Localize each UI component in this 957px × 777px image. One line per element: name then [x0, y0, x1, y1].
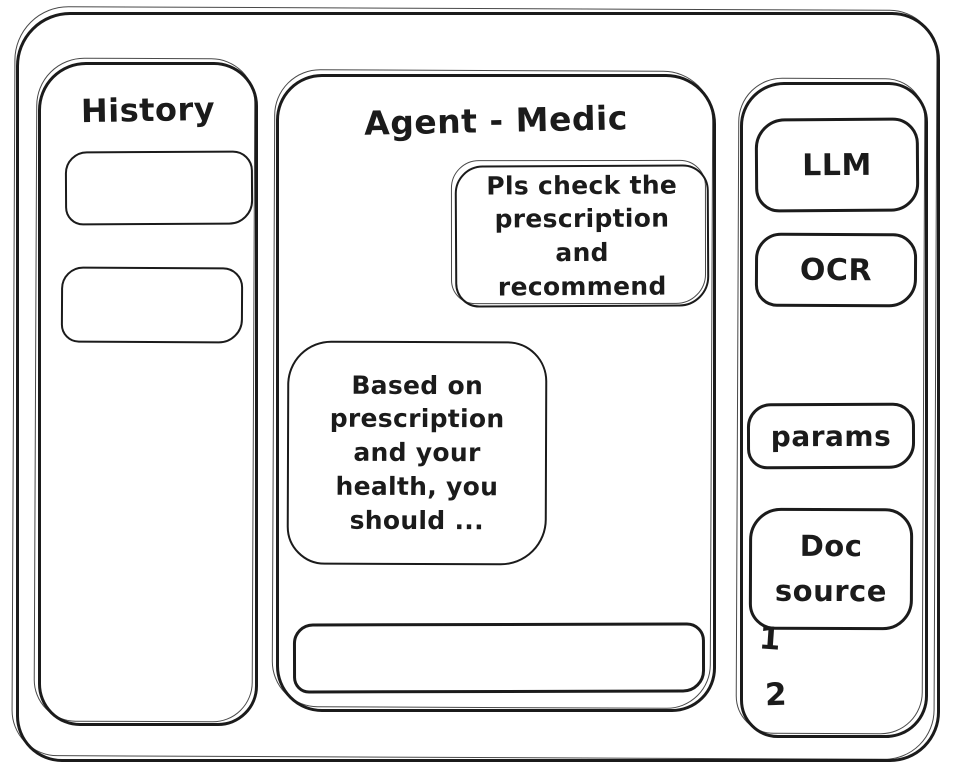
doc-list-item[interactable]: 2	[764, 676, 788, 714]
history-item[interactable]	[64, 150, 254, 226]
params-button[interactable]: params	[746, 402, 916, 470]
chat-panel: Agent - Medic Pls check the prescription…	[276, 74, 716, 712]
llm-button[interactable]: LLM	[754, 117, 920, 213]
doc-source-button[interactable]: Doc source	[748, 507, 914, 631]
user-message-bubble: Pls check the prescription and recommend	[454, 164, 710, 308]
history-panel: History	[38, 62, 258, 726]
tools-panel: LLM OCR params Doc source 1 2	[740, 82, 928, 738]
ocr-button[interactable]: OCR	[754, 232, 918, 308]
history-title: History	[80, 89, 216, 131]
message-input[interactable]	[292, 622, 706, 694]
chat-title: Agent - Medic	[363, 98, 629, 143]
doc-list-item[interactable]: 1	[757, 620, 782, 658]
agent-message-bubble: Based on prescription and your health, y…	[286, 340, 548, 566]
history-item[interactable]	[60, 266, 244, 344]
